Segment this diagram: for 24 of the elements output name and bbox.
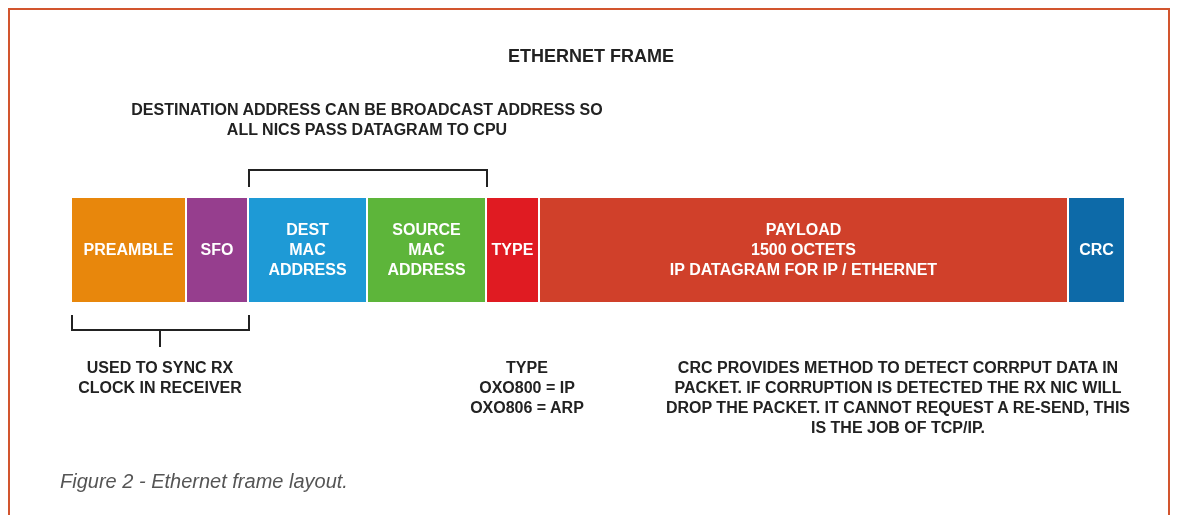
frame-field	[540, 198, 1069, 302]
field-label: PREAMBLE	[83, 240, 174, 260]
frame-field	[72, 198, 187, 302]
diagram-title: ETHERNET FRAME	[507, 46, 675, 66]
annotation-text: OXO800 = IP	[478, 378, 576, 398]
frame-field	[1069, 198, 1126, 302]
frame-field	[368, 198, 487, 302]
field-label: PAYLOAD	[765, 220, 842, 240]
field-label: 1500 OCTETS	[751, 240, 856, 260]
annotation-text: USED TO SYNC RX CLOCK IN RECEIVER	[77, 358, 243, 398]
frame-field	[249, 198, 368, 302]
frame-field	[187, 198, 249, 302]
field-label: TYPE	[491, 240, 534, 260]
annotation-text: DESTINATION ADDRESS CAN BE BROADCAST ADDRESS SO ALL NICS PASS DATAGRAM TO CPU	[130, 100, 604, 140]
field-label: SOURCE MAC ADDRESS	[386, 220, 467, 280]
annotation-text: OXO806 = ARP	[469, 398, 585, 418]
figure-caption: Figure 2 - Ethernet frame layout.	[60, 470, 348, 493]
annotation-text: CRC PROVIDES METHOD TO DETECT CORRPUT DATA IN PACKET. IF CORRUPTION IS DETECTED THE RX NIC WILL DROP THE PACKET. IT CANNOT REQUEST A RE-SEND, THIS IS THE JOB OF TCP/IP.	[665, 358, 1131, 438]
field-label: DEST MAC ADDRESS	[267, 220, 348, 280]
frame-field	[487, 198, 540, 302]
field-label: CRC	[1079, 240, 1114, 260]
field-label: IP DATAGRAM FOR IP / ETHERNET	[669, 260, 938, 280]
annotation-text: TYPE	[505, 358, 549, 378]
field-label: SFO	[200, 240, 234, 260]
